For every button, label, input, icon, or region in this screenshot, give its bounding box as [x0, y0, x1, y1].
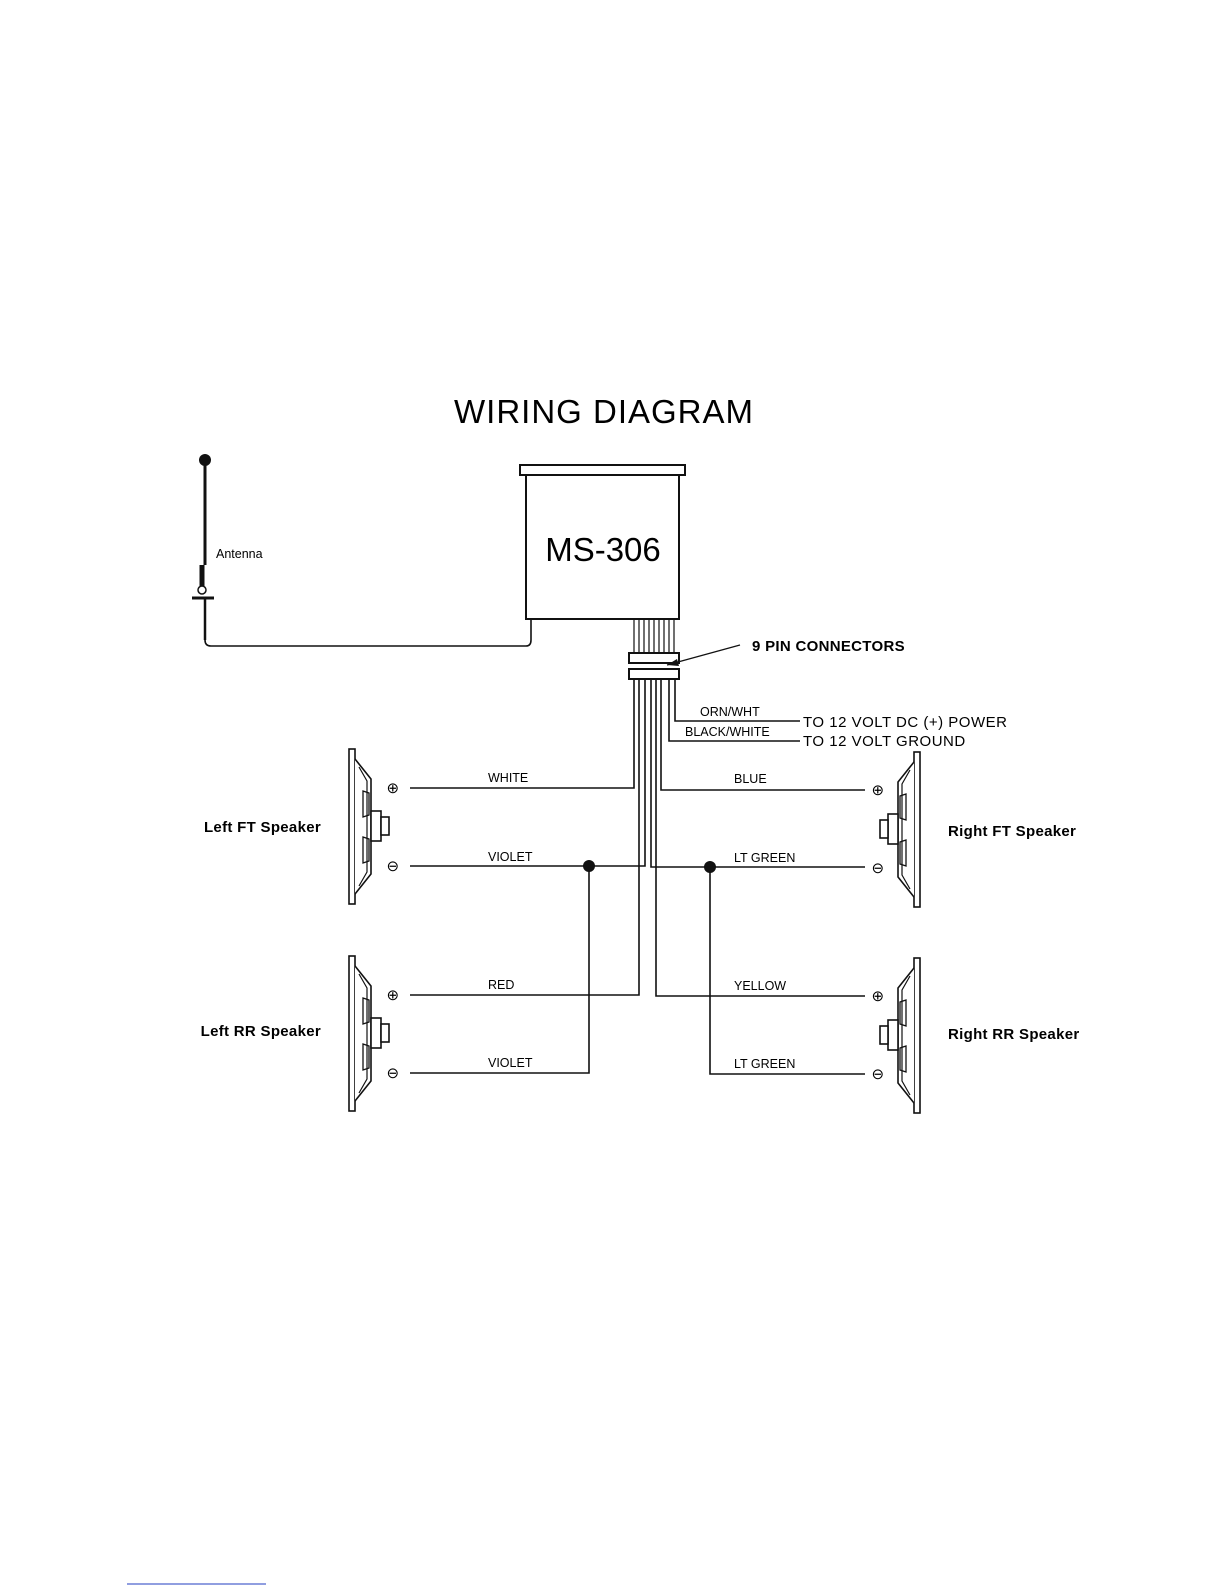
terminal-minus-right-rr: ⊖ [871, 1066, 884, 1083]
connector-label: 9 PIN CONNECTORS [752, 638, 905, 655]
speaker-right-ft-icon [880, 752, 920, 907]
ground-destination-label: TO 12 VOLT GROUND [803, 733, 966, 750]
terminal-plus-left-rr: ⊕ [386, 987, 399, 1004]
wire-label-lt-green-ft: LT GREEN [734, 851, 795, 865]
terminal-plus-right-ft: ⊕ [871, 782, 884, 799]
diagram-title: WIRING DIAGRAM [454, 393, 754, 430]
unit-model-label: MS-306 [545, 531, 661, 568]
wire-label-yellow: YELLOW [734, 979, 786, 993]
black-white-wire-label: BLACK/WHITE [685, 725, 770, 739]
wire-label-white: WHITE [488, 771, 528, 785]
wire-label-red: RED [488, 978, 514, 992]
nine-pin-connector [629, 645, 740, 679]
speaker-label-left-ft: Left FT Speaker [204, 819, 321, 836]
speaker-label-right-rr: Right RR Speaker [948, 1026, 1080, 1043]
wire-label-lt-green-rr: LT GREEN [734, 1057, 795, 1071]
speaker-label-left-rr: Left RR Speaker [201, 1023, 321, 1040]
speaker-label-right-ft: Right FT Speaker [948, 823, 1076, 840]
speaker-left-rr-icon [349, 956, 389, 1111]
speaker-left-ft-icon [349, 749, 389, 904]
wire-label-violet-ft: VIOLET [488, 850, 533, 864]
terminal-plus-right-rr: ⊕ [871, 988, 884, 1005]
antenna-label: Antenna [216, 547, 263, 561]
speaker-right-rr-icon [880, 958, 920, 1113]
orn-wht-wire-label: ORN/WHT [700, 705, 760, 719]
wire-label-violet-rr: VIOLET [488, 1056, 533, 1070]
power-destination-label: TO 12 VOLT DC (+) POWER [803, 714, 1007, 731]
terminal-plus-left-ft: ⊕ [386, 780, 399, 797]
terminal-minus-right-ft: ⊖ [871, 860, 884, 877]
wire-bundle [634, 619, 674, 653]
terminal-minus-left-rr: ⊖ [386, 1065, 399, 1082]
wire-runs [410, 679, 865, 1074]
wire-label-blue: BLUE [734, 772, 767, 786]
terminal-minus-left-ft: ⊖ [386, 858, 399, 875]
